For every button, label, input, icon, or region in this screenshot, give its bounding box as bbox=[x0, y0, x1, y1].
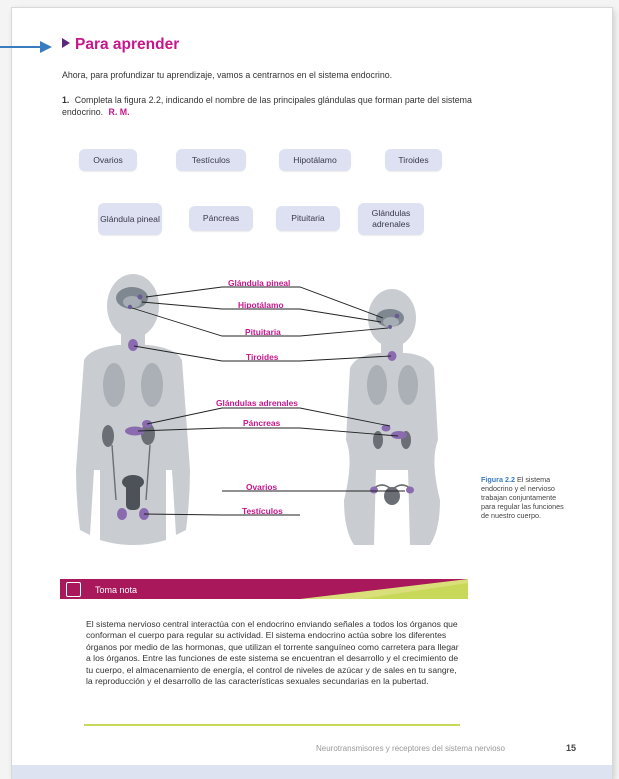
figure-caption: Figura 2.2 El sistema endocrino y el ner… bbox=[481, 475, 571, 520]
label-ovarios: Ovarios bbox=[246, 482, 278, 492]
note-body: El sistema nervioso central interactúa c… bbox=[86, 619, 464, 688]
note-divider bbox=[84, 724, 460, 726]
caption-label: Figura 2.2 bbox=[481, 475, 515, 484]
label-tiroides: Tiroides bbox=[246, 352, 279, 362]
label-glandula-pineal: Glándula pineal bbox=[228, 278, 290, 288]
footer-text: Neurotransmisores y receptores del siste… bbox=[316, 744, 505, 753]
label-hipotalamo: Hipotálamo bbox=[238, 300, 284, 310]
label-pancreas: Páncreas bbox=[243, 418, 281, 428]
female-silhouette bbox=[344, 289, 440, 545]
label-pituitaria: Pituitaria bbox=[245, 327, 281, 337]
page-number: 15 bbox=[566, 743, 576, 753]
pencil-note-icon bbox=[66, 582, 81, 597]
label-testiculos: Testículos bbox=[242, 506, 283, 516]
label-glandulas-adrenales: Glándulas adrenales bbox=[216, 398, 298, 408]
note-title: Toma nota bbox=[95, 585, 137, 595]
